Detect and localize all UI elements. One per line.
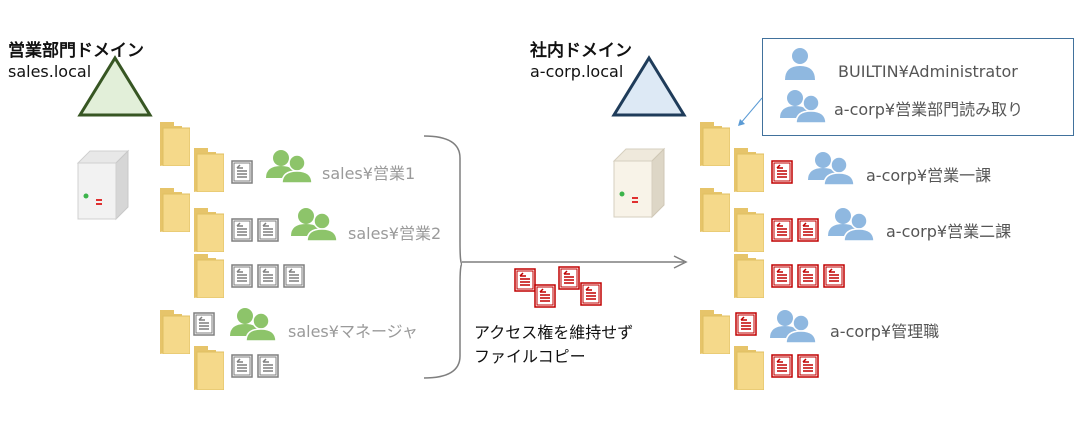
left-server-icon bbox=[70, 148, 130, 224]
folder-icon bbox=[194, 148, 224, 192]
left-group-label: sales¥マネージャ bbox=[288, 322, 418, 341]
user-group-icon bbox=[287, 206, 343, 242]
document-icon bbox=[735, 312, 757, 336]
document-icon bbox=[257, 264, 279, 288]
document-icon bbox=[193, 312, 215, 336]
pointer-arrow bbox=[738, 97, 763, 126]
folder-icon bbox=[700, 122, 730, 166]
user-group-icon bbox=[824, 206, 880, 242]
folder-icon bbox=[734, 254, 764, 298]
user-icon bbox=[782, 46, 818, 82]
document-icon bbox=[823, 264, 845, 288]
folder-icon bbox=[734, 346, 764, 390]
document-icon bbox=[771, 160, 793, 184]
document-icon bbox=[580, 282, 602, 306]
copy-arrow bbox=[462, 255, 688, 269]
grouping-brace bbox=[423, 135, 463, 379]
copy-caption-line1: アクセス権を維持せず bbox=[474, 323, 634, 342]
folder-icon bbox=[160, 188, 190, 232]
folder-icon bbox=[160, 122, 190, 166]
document-icon bbox=[231, 354, 253, 378]
folder-icon bbox=[194, 208, 224, 252]
user-group-icon bbox=[776, 88, 832, 124]
folder-icon bbox=[734, 208, 764, 252]
user-group-icon bbox=[804, 150, 860, 186]
right-group-label: a-corp¥営業一課 bbox=[866, 166, 992, 185]
document-icon bbox=[514, 268, 536, 292]
right-domain-host: a-corp.local bbox=[530, 62, 624, 81]
document-icon bbox=[558, 266, 580, 290]
document-icon bbox=[797, 218, 819, 242]
folder-icon bbox=[734, 148, 764, 192]
right-group-label: a-corp¥営業二課 bbox=[886, 222, 1012, 241]
permission-box-line1: BUILTIN¥Administrator bbox=[838, 62, 1018, 81]
right-group-label: a-corp¥管理職 bbox=[830, 322, 940, 341]
document-icon bbox=[231, 160, 253, 184]
folder-icon bbox=[700, 188, 730, 232]
document-icon bbox=[797, 264, 819, 288]
document-icon bbox=[231, 264, 253, 288]
document-icon bbox=[283, 264, 305, 288]
document-icon bbox=[257, 354, 279, 378]
document-icon bbox=[771, 218, 793, 242]
right-domain-triangle-icon bbox=[611, 55, 687, 117]
left-domain-triangle-icon bbox=[77, 55, 153, 117]
permission-box bbox=[762, 38, 1074, 136]
document-icon bbox=[257, 218, 279, 242]
document-icon bbox=[771, 354, 793, 378]
document-icon bbox=[534, 284, 556, 308]
user-group-icon bbox=[226, 306, 282, 342]
left-group-label: sales¥営業1 bbox=[322, 164, 416, 183]
document-icon bbox=[231, 218, 253, 242]
left-group-label: sales¥営業2 bbox=[348, 224, 442, 243]
folder-icon bbox=[194, 346, 224, 390]
permission-box-line2: a-corp¥営業部門読み取り bbox=[834, 100, 1024, 119]
folder-icon bbox=[194, 254, 224, 298]
left-domain-title: 営業部門ドメイン bbox=[8, 41, 144, 61]
folder-icon bbox=[700, 310, 730, 354]
right-server-icon bbox=[606, 146, 666, 222]
right-domain-title: 社内ドメイン bbox=[530, 41, 632, 61]
user-group-icon bbox=[262, 148, 318, 184]
document-icon bbox=[771, 264, 793, 288]
document-icon bbox=[797, 354, 819, 378]
folder-icon bbox=[160, 310, 190, 354]
left-domain-host: sales.local bbox=[8, 62, 92, 81]
user-group-icon bbox=[766, 308, 822, 344]
copy-caption-line2: ファイルコピー bbox=[474, 347, 586, 366]
